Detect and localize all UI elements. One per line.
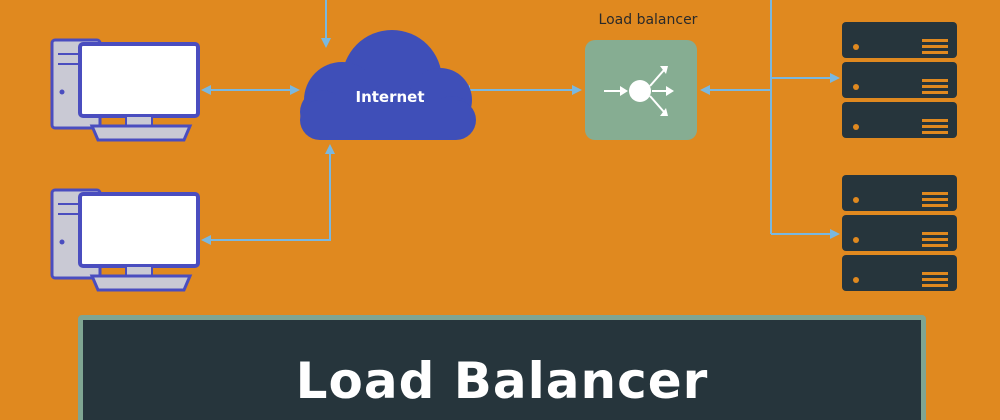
server-icon	[842, 255, 957, 291]
server-icon	[842, 175, 957, 211]
server-group-1	[842, 22, 957, 138]
computer-icon	[50, 38, 200, 142]
server-icon	[842, 62, 957, 98]
server-group-2	[842, 175, 957, 291]
banner-title: Load Balancer	[295, 352, 709, 410]
cloud-icon	[300, 30, 476, 140]
server-icon	[842, 215, 957, 251]
internet-cloud: Internet	[300, 30, 476, 140]
server-icon	[842, 102, 957, 138]
connector-computer2-internet	[201, 144, 335, 245]
load-balancer-node: Load balancer	[585, 12, 698, 140]
title-banner: Load Balancer	[78, 315, 926, 420]
load-balancer-icon	[604, 66, 674, 116]
internet-label: Internet	[355, 88, 424, 106]
load-balancer-label: Load balancer	[599, 12, 698, 28]
server-icon	[842, 22, 957, 58]
connectors	[201, 0, 840, 245]
computer-icon	[50, 188, 200, 292]
